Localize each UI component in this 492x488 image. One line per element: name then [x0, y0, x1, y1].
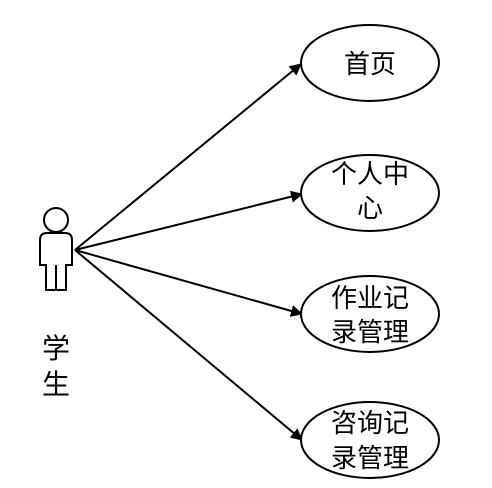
use-case-personal-center: 个人中 心 [300, 154, 440, 232]
use-case-label-line1: 作业记 [331, 284, 409, 314]
association-arrow-home [74, 63, 302, 251]
use-case-label-line2: 录管理 [331, 318, 409, 348]
actor-body [39, 232, 73, 291]
actor-head [43, 207, 69, 233]
actor-name-line1: 学 [42, 332, 70, 365]
use-case-label: 首页 [344, 50, 396, 80]
associations [74, 63, 303, 441]
use-case-home: 首页 [300, 24, 440, 102]
use-case-ellipse [300, 24, 440, 102]
actor-figure [39, 207, 73, 291]
use-case-ellipse [300, 154, 440, 232]
use-case-ellipse [300, 401, 440, 479]
association-arrow-consultation-records [74, 249, 303, 441]
use-case-label-line1: 个人中 [331, 160, 409, 190]
use-case-label-line2: 心 [357, 194, 383, 224]
association-arrow-homework-records [74, 249, 303, 317]
association-arrow-personal-center [74, 190, 303, 251]
use-case-homework-records: 作业记 录管理 [300, 275, 440, 353]
use-case-ellipse [300, 275, 440, 353]
actor-name-line2: 生 [42, 368, 70, 401]
use-case-consultation-records: 咨询记 录管理 [300, 401, 440, 479]
use-case-label-line1: 咨询记 [331, 409, 409, 439]
use-case-label-line2: 录管理 [331, 444, 409, 474]
